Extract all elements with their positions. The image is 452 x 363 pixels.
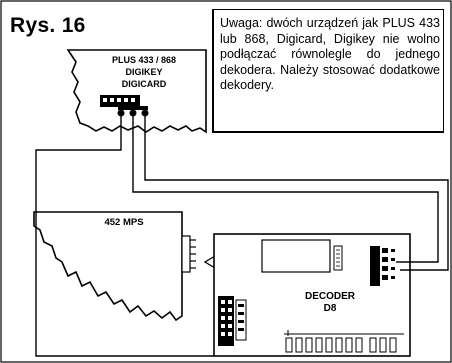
wire-inner — [144, 116, 449, 271]
decoder-right-terminals — [370, 246, 395, 286]
receiver-label-model: PLUS 433 / 868 — [111, 55, 177, 65]
decoder-chip-marks — [336, 249, 340, 267]
receiver-connector-pins — [103, 98, 135, 102]
decoder-bottom-terminals — [284, 330, 404, 353]
panel-label: 452 MPS — [104, 217, 144, 228]
panel-unit-shape — [33, 211, 183, 322]
note-box — [212, 9, 444, 133]
receiver-label-digicard: DIGICARD — [121, 79, 167, 89]
receiver-terminals — [117, 106, 149, 117]
decoder-label: DECODER — [304, 291, 355, 302]
panel-connector — [181, 235, 196, 273]
wire-middle — [132, 116, 439, 263]
decoder-component — [261, 239, 331, 273]
note-text: Uwaga: dwóch urządzeń jak PLUS 433 lub 8… — [220, 16, 440, 92]
receiver-unit-shape — [66, 49, 207, 134]
receiver-label-digikey: DIGIKEY — [125, 67, 163, 77]
wiring-lines — [35, 116, 449, 357]
wire-outer — [35, 116, 214, 357]
figure-title: Rys. 16 — [10, 14, 86, 37]
decoder-left-terminals — [218, 296, 247, 346]
decoder-model-label: D8 — [323, 303, 337, 314]
